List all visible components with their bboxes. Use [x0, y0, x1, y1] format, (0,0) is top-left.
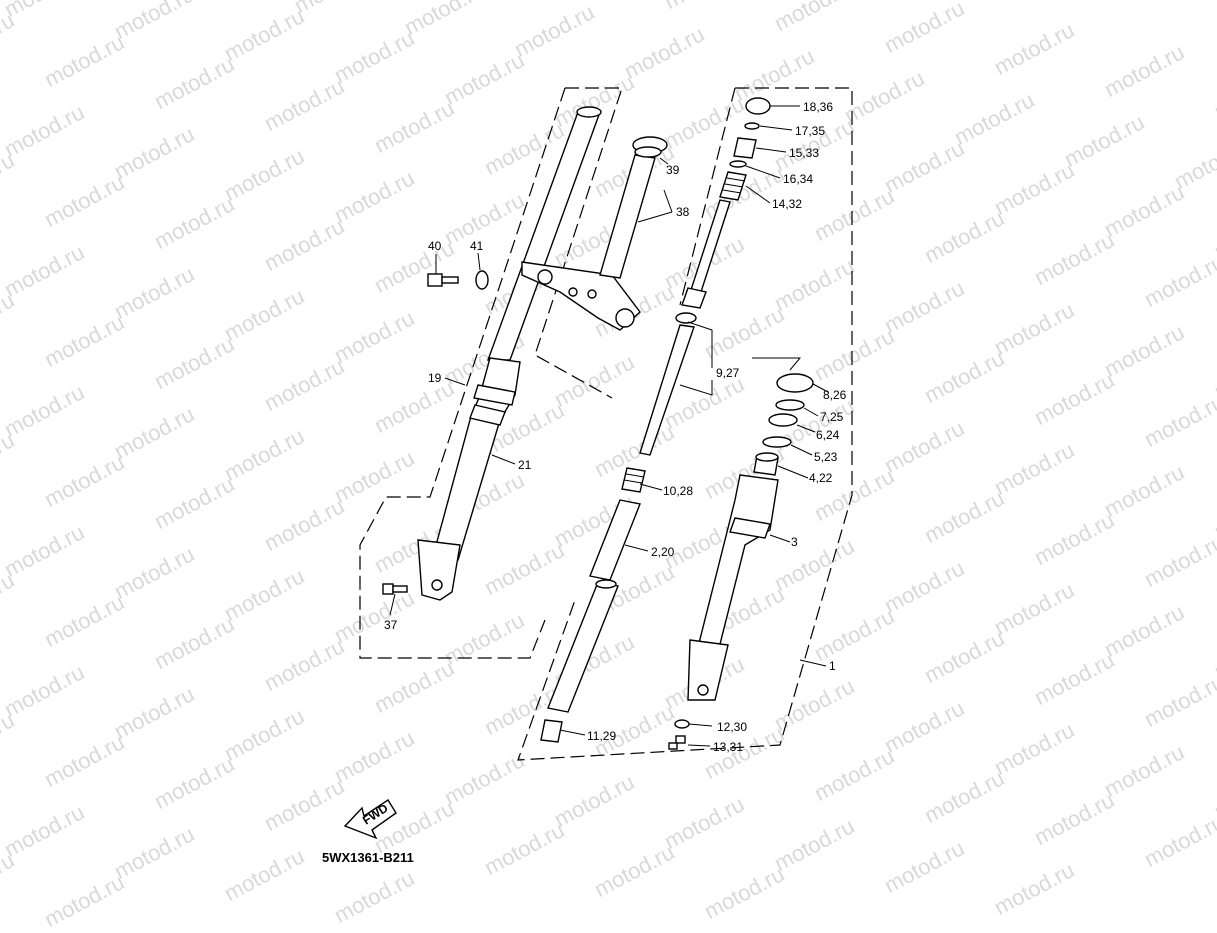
- label-17-35: 17,35: [795, 124, 825, 138]
- clip-7-25: [775, 399, 805, 411]
- washer-41: [475, 270, 489, 290]
- label-37: 37: [384, 618, 398, 632]
- lower-tube-segment: [547, 579, 619, 713]
- label-16-34: 16,34: [783, 172, 813, 186]
- fwd-arrow-icon: FWD: [343, 799, 397, 840]
- bolt-37: [382, 583, 408, 595]
- label-9-27: 9,27: [716, 366, 740, 380]
- cap-bolt-18-36: [745, 97, 771, 115]
- spring-2-20: [589, 499, 641, 581]
- label-7-25: 7,25: [820, 410, 844, 424]
- exploded-fork-diagram: FWD 18,36 17,35 15,33 16,34 14,32 39 38 …: [343, 87, 853, 840]
- label-41: 41: [470, 239, 484, 253]
- bushing-4-22: [753, 452, 779, 476]
- washer-16-34: [729, 160, 747, 168]
- left-inner-tube: [487, 106, 602, 361]
- label-12-30: 12,30: [717, 720, 747, 734]
- label-40: 40: [428, 239, 442, 253]
- bolt-13-31: [668, 735, 686, 750]
- inner-cartridge-9-27: [639, 312, 697, 456]
- label-2-20: 2,20: [651, 545, 675, 559]
- steering-stem: [599, 136, 668, 279]
- label-3: 3: [791, 535, 798, 549]
- label-4-22: 4,22: [809, 471, 833, 485]
- label-38: 38: [676, 205, 690, 219]
- dashed-boundaries: [359, 87, 853, 761]
- seal-11-29: [540, 719, 563, 743]
- outer-tube-3: [687, 474, 779, 701]
- label-11-29: 11,29: [587, 729, 616, 743]
- oil-seal-6-24: [768, 413, 798, 427]
- under-bracket: [521, 261, 641, 331]
- damper-rod: [681, 199, 731, 309]
- seal-8-26: [776, 373, 814, 393]
- left-outer-tube: [417, 357, 521, 601]
- label-8-26: 8,26: [823, 388, 847, 402]
- label-10-28: 10,28: [663, 484, 693, 498]
- bolt-40: [427, 273, 459, 287]
- label-39: 39: [666, 163, 680, 177]
- o-ring-17-35: [744, 122, 760, 130]
- washer-5-23: [762, 436, 792, 448]
- leader-lines: [389, 105, 829, 747]
- label-18-36: 18,36: [803, 100, 833, 114]
- spring-10-28: [621, 467, 646, 493]
- label-6-24: 6,24: [816, 428, 840, 442]
- label-13-31: 13,31: [713, 740, 743, 754]
- label-14-32: 14,32: [772, 197, 802, 211]
- callout-labels: 18,36 17,35 15,33 16,34 14,32 39 38 40 4…: [384, 100, 847, 754]
- label-19: 19: [428, 371, 442, 385]
- spring-14-32: [719, 171, 747, 201]
- label-1: 1: [829, 659, 836, 673]
- label-5-23: 5,23: [814, 450, 838, 464]
- label-21: 21: [518, 458, 532, 472]
- diagram-code: 5WX1361-B211: [322, 850, 414, 865]
- spacer-15-33: [733, 137, 757, 159]
- label-15-33: 15,33: [789, 146, 819, 160]
- gasket-12-30: [674, 719, 690, 729]
